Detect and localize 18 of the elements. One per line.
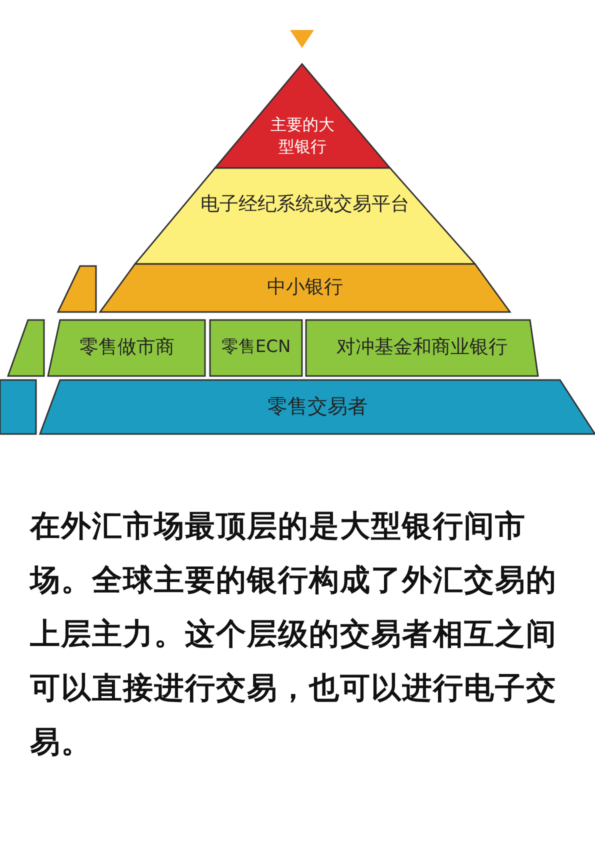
pyramid-segment xyxy=(58,266,96,312)
layer-label: 零售交易者 xyxy=(266,393,368,420)
pyramid-layer xyxy=(40,380,595,434)
layer-label: 对冲基金和商业银行 xyxy=(336,335,508,360)
pyramid-layer xyxy=(100,264,510,312)
pyramid-segment xyxy=(0,380,36,434)
description-paragraph: 在外汇市场最顶层的是大型银行间市场。全球主要的银行构成了外汇交易的上层主力。这个层级的交易者相互之间可以直接进行交易，也可以进行电子交易。 xyxy=(30,508,558,762)
pyramid-layer xyxy=(135,168,475,264)
layer-label: 中小银行 xyxy=(266,275,344,300)
layer-label: 零售ECN xyxy=(220,336,292,358)
layer-label: 零售做市商 xyxy=(78,335,176,360)
pyramid-apex xyxy=(215,64,390,168)
pyramid-segment xyxy=(8,320,44,376)
layer-label: 主要的大型银行 xyxy=(270,114,336,158)
pyramid-layer xyxy=(48,320,206,376)
layer-label: 电子经纪系统或交易平台 xyxy=(200,192,410,217)
pyramid-layer xyxy=(210,320,302,376)
pyramid-layer xyxy=(306,320,538,376)
